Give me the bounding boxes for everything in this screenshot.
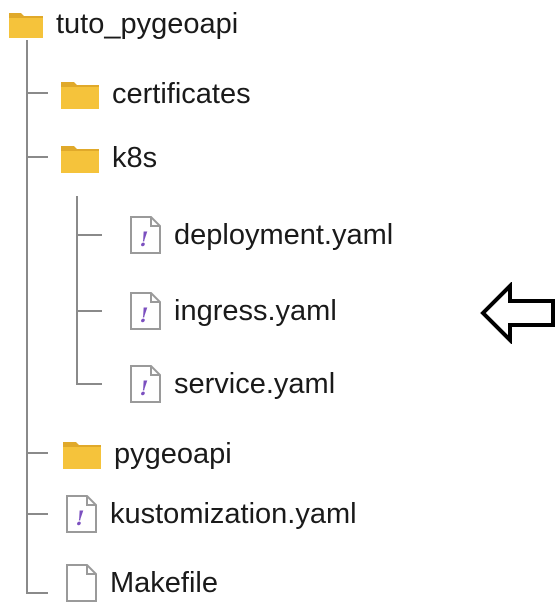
svg-text:!: ! — [140, 227, 149, 251]
tree-line-deployment — [76, 234, 102, 236]
tree-line-makefile — [26, 592, 48, 594]
tree-item-kustomization-yaml[interactable]: ! kustomization.yaml — [64, 494, 357, 534]
yaml-file-icon: ! — [64, 495, 98, 533]
tree-line-service — [76, 383, 102, 385]
tree-item-label: service.yaml — [174, 368, 336, 400]
tree-item-ingress-yaml[interactable]: ! ingress.yaml — [128, 291, 337, 331]
left-arrow-icon — [480, 281, 556, 349]
yaml-file-icon: ! — [128, 216, 162, 254]
tree-item-certificates[interactable]: certificates — [60, 74, 251, 114]
tree-line-ingress — [76, 310, 102, 312]
tree-item-label: pygeoapi — [114, 438, 232, 470]
folder-icon — [62, 438, 102, 470]
folder-icon — [60, 142, 100, 174]
tree-line-k8s — [26, 156, 48, 158]
tree-item-label: kustomization.yaml — [110, 498, 357, 530]
folder-icon — [60, 78, 100, 110]
svg-text:!: ! — [76, 506, 85, 530]
tree-line-root-vertical — [26, 40, 28, 593]
tree-line-k8s-vertical — [76, 196, 78, 384]
tree-item-service-yaml[interactable]: ! service.yaml — [128, 364, 335, 404]
yaml-file-icon: ! — [128, 292, 162, 330]
tree-line-certificates — [26, 92, 48, 94]
tree-item-label: k8s — [112, 142, 158, 174]
yaml-file-icon: ! — [128, 365, 162, 403]
tree-item-pygeoapi[interactable]: pygeoapi — [62, 434, 232, 474]
tree-item-makefile[interactable]: Makefile — [64, 563, 218, 603]
folder-icon — [8, 9, 44, 39]
tree-item-root[interactable]: tuto_pygeoapi — [8, 4, 238, 44]
tree-item-deployment-yaml[interactable]: ! deployment.yaml — [128, 215, 393, 255]
tree-item-k8s[interactable]: k8s — [60, 138, 157, 178]
tree-item-label: tuto_pygeoapi — [56, 8, 239, 40]
tree-item-label: Makefile — [110, 567, 218, 599]
tree-item-label: certificates — [112, 78, 251, 110]
file-icon — [64, 564, 98, 602]
tree-item-label: ingress.yaml — [174, 295, 337, 327]
svg-text:!: ! — [140, 303, 149, 327]
tree-item-label: deployment.yaml — [174, 219, 394, 251]
svg-text:!: ! — [140, 376, 149, 400]
tree-line-pygeoapi — [26, 452, 48, 454]
tree-line-kustomization — [26, 513, 48, 515]
